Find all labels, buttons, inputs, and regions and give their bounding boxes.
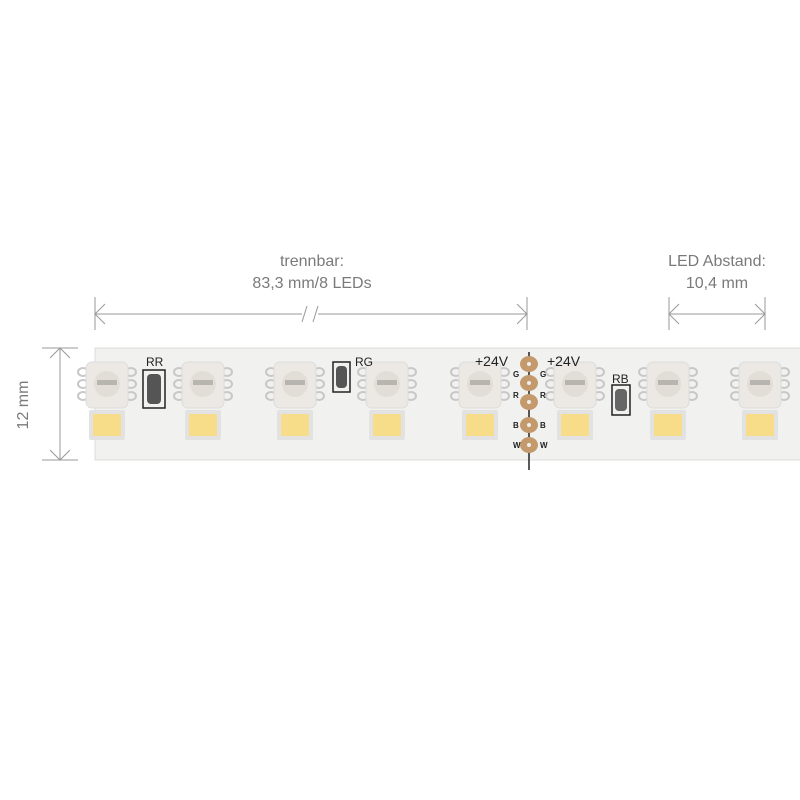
label-voltage-right: +24V <box>547 353 581 369</box>
white-led <box>93 414 121 436</box>
pad-label: G <box>513 370 519 379</box>
led-unit <box>730 361 790 440</box>
led-unit <box>357 361 417 440</box>
pad-label: B <box>540 421 546 430</box>
cut-pads <box>520 352 538 470</box>
white-led <box>189 414 217 436</box>
pad-label: R <box>513 391 519 400</box>
pad-label: B <box>513 421 519 430</box>
cut-dimension-line <box>94 297 528 330</box>
width-value: 12 mm <box>15 381 32 430</box>
resistor-rr <box>142 369 166 409</box>
spacing-dimension-line <box>668 297 766 330</box>
white-led <box>281 414 309 436</box>
label-rg: RG <box>355 355 373 369</box>
pad-label: W <box>540 441 548 450</box>
led-unit <box>450 361 510 440</box>
cut-label: trennbar: <box>280 253 344 270</box>
label-voltage-left: +24V <box>475 353 509 369</box>
white-led <box>466 414 494 436</box>
led-unit <box>638 361 698 440</box>
led-unit <box>545 361 605 440</box>
led-unit <box>77 361 137 440</box>
white-led <box>746 414 774 436</box>
white-led <box>561 414 589 436</box>
spacing-label: LED Abstand: <box>668 253 766 270</box>
resistor-rb <box>611 384 631 416</box>
label-rb: RB <box>612 372 629 386</box>
width-dimension-line <box>42 347 78 461</box>
pad-label: G <box>540 370 546 379</box>
pad-label: W <box>513 441 521 450</box>
label-rr: RR <box>146 355 164 369</box>
led-unit <box>173 361 233 440</box>
white-led <box>373 414 401 436</box>
spacing-value: 10,4 mm <box>686 275 748 292</box>
resistor-rg <box>332 361 351 393</box>
led-unit <box>265 361 325 440</box>
pad-label: R <box>540 391 546 400</box>
white-led <box>654 414 682 436</box>
led-group <box>77 361 790 440</box>
cut-value: 83,3 mm/8 LEDs <box>252 275 371 292</box>
